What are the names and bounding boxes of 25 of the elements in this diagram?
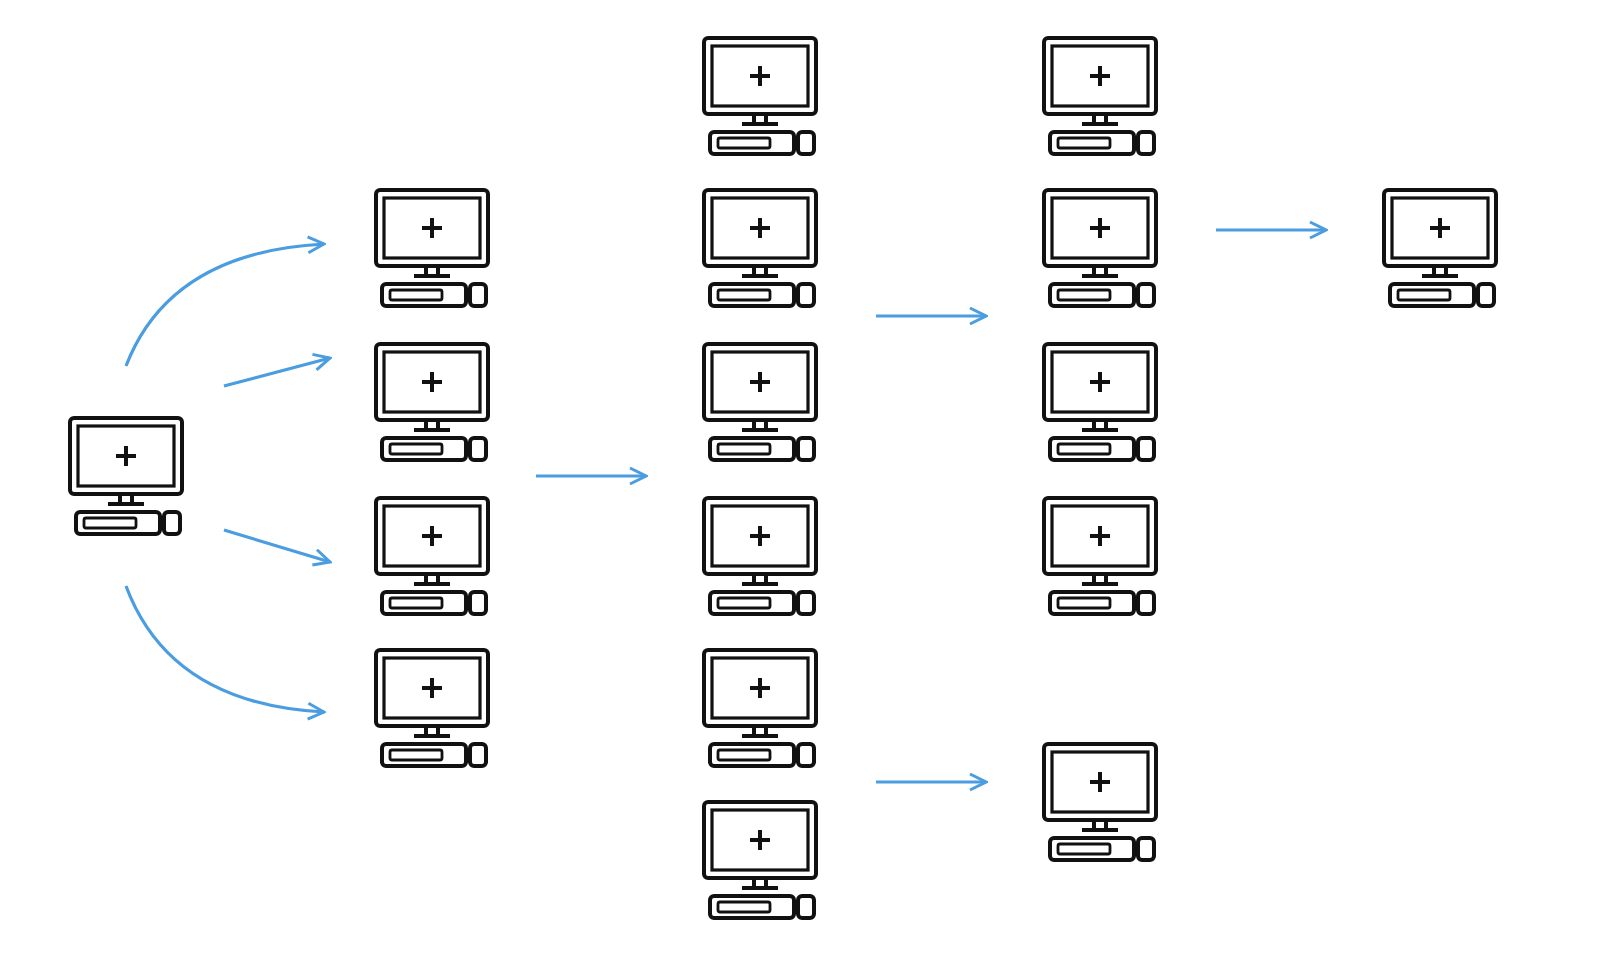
computer-icon — [374, 342, 490, 462]
computer-icon — [374, 648, 490, 768]
computer-icon — [702, 36, 818, 156]
arrow — [1216, 220, 1328, 240]
arrow — [876, 772, 988, 792]
computer-icon — [1042, 188, 1158, 308]
computer-icon — [1042, 36, 1158, 156]
computer-icon — [1042, 342, 1158, 462]
computer-icon — [374, 188, 490, 308]
computer-icon — [374, 496, 490, 616]
computer-icon — [702, 496, 818, 616]
arrow — [223, 528, 332, 567]
computer-icon — [702, 648, 818, 768]
arrow — [223, 352, 332, 388]
computer-icon — [702, 800, 818, 920]
computer-icon — [1042, 496, 1158, 616]
computer-icon — [68, 416, 184, 536]
computer-icon — [702, 188, 818, 308]
computer-icon — [1042, 742, 1158, 862]
arrow — [876, 306, 988, 326]
computer-icon — [702, 342, 818, 462]
arrow — [124, 585, 326, 721]
computer-icon — [1382, 188, 1498, 308]
arrow — [536, 466, 648, 486]
arrow — [124, 235, 326, 367]
